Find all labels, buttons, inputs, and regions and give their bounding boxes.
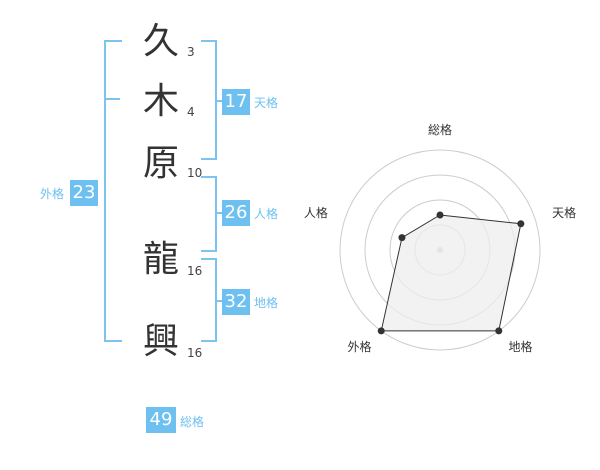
radar-axis-label-4: 外格 [347,339,371,354]
gaikaku-value: 23 [70,180,98,206]
soukaku-value: 49 [146,407,176,433]
radar-axis-label-3: 地格 [509,339,533,354]
stroke-count-1: 3 [187,45,195,59]
tenkaku-bracket-tick [215,100,223,102]
radar-grid-ring [339,149,541,351]
gaikaku-bracket [104,40,122,342]
tenkaku-value: 17 [222,89,250,115]
tenkaku-label: 天格 [254,96,279,110]
chikaku-bracket-tick [215,300,223,302]
name-char-2: 木 [142,81,179,122]
radar-point-3 [495,327,503,335]
name-char-4: 龍 [142,239,179,280]
stroke-count-4: 16 [187,264,203,278]
radar-point-1 [436,211,444,219]
radar-axis-label-5: 人格 [304,205,328,220]
stroke-count-2: 4 [187,105,195,119]
jinkaku-bracket [201,176,217,252]
jinkaku-label: 人格 [254,207,279,221]
radar-axis-label-1: 総格 [428,122,452,137]
name-char-1: 久 [142,21,179,62]
jinkaku-bracket-tick [215,212,223,214]
radar-series-polygon [380,214,522,332]
radar-point-5 [398,234,406,242]
radar-axis-label-2: 天格 [552,205,576,220]
gaikaku-label: 外格 [40,187,65,201]
stroke-count-3: 10 [187,166,203,180]
stroke-count-5: 16 [187,346,203,360]
jinkaku-value: 26 [222,200,250,226]
name-char-5: 興 [142,321,179,362]
radar-point-2 [517,220,525,228]
soukaku-label: 総格 [180,415,205,429]
radar-point-4 [377,327,385,335]
gaikaku-bracket-tick [104,98,120,100]
name-char-3: 原 [142,143,179,184]
chikaku-label: 地格 [254,296,279,310]
chikaku-value: 32 [222,289,250,315]
